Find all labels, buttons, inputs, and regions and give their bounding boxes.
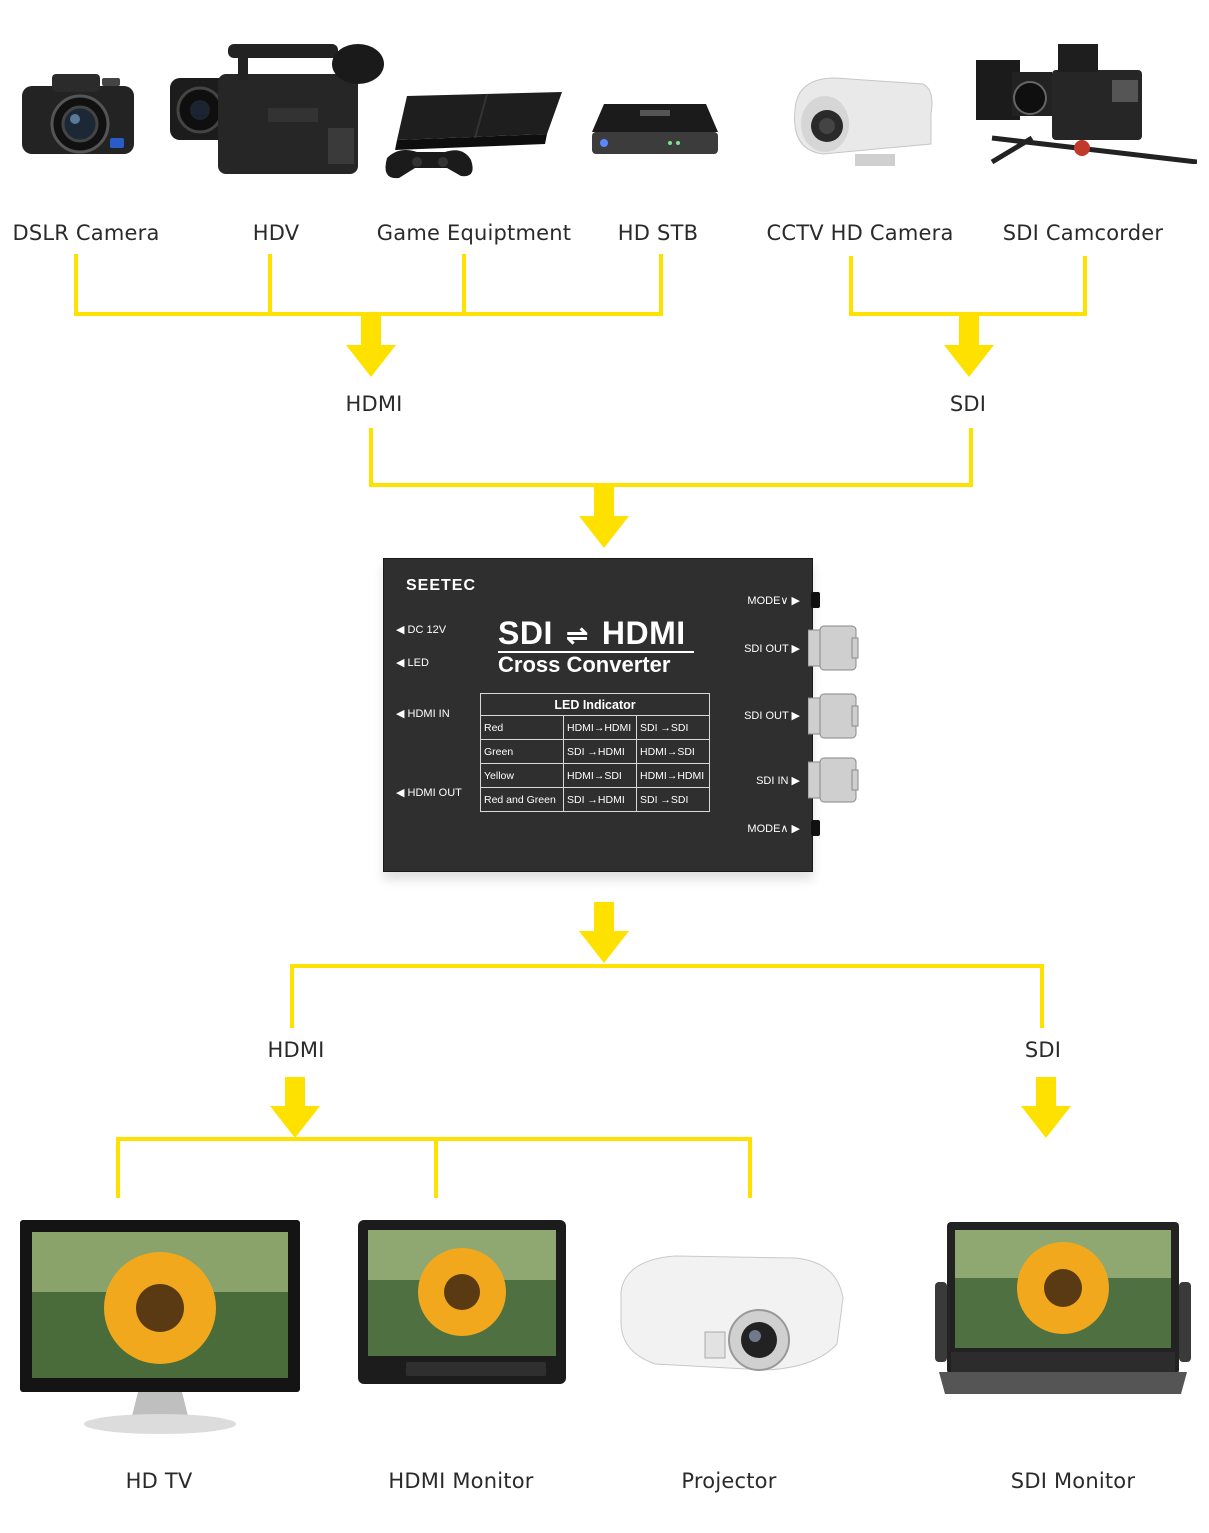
source-label-hdv: HDV — [252, 221, 300, 245]
converter-subtitle: Cross Converter — [498, 652, 671, 677]
arrows — [270, 316, 1071, 1138]
arrow-stem — [594, 487, 614, 517]
converter-title: SDI ⇌ HDMI — [498, 615, 686, 651]
arrow-stem — [361, 316, 381, 346]
port-sdi-out-1: SDI OUT ▶ — [744, 643, 800, 655]
brand-logo: SEETEC — [406, 577, 477, 594]
port-hdmi-out: ◀ HDMI OUT — [396, 787, 462, 799]
source-label-cctv: CCTV HD Camera — [766, 221, 954, 245]
port-mode-down: MODE∨ ▶ — [747, 595, 800, 607]
table-row: Red HDMI→HDMI SDI →SDI — [480, 715, 710, 740]
port-dc-12v: ◀ DC 12V — [396, 624, 447, 636]
arrow-stem — [959, 316, 979, 346]
port-sdi-out-2: SDI OUT ▶ — [744, 710, 800, 722]
table-row: Red and Green SDI →HDMI SDI →SDI — [480, 787, 710, 812]
sdi-camcorder-icon — [976, 44, 1197, 164]
dslr-camera-icon — [22, 74, 134, 154]
arrow-stem — [285, 1077, 305, 1107]
bnc-connectors-icon — [808, 625, 859, 803]
set-top-box-icon — [592, 104, 718, 154]
cctv-camera-icon — [794, 77, 933, 166]
arrow-head — [579, 516, 629, 548]
output-label-hdmi-monitor: HDMI Monitor — [388, 1469, 534, 1493]
arrow-head — [944, 345, 994, 377]
port-hdmi-in: ◀ HDMI IN — [396, 708, 450, 720]
table-row: Yellow HDMI→SDI HDMI→HDMI — [480, 763, 710, 788]
converter-device: SEETEC SDI ⇌ HDMI Cross Converter ◀ DC 1… — [383, 558, 813, 872]
port-led: ◀ LED — [396, 657, 429, 669]
sunflower-icon — [1017, 1242, 1109, 1334]
sunflower-icon — [104, 1252, 216, 1364]
input-sdi-label: SDI — [949, 392, 987, 416]
led-table-header: LED Indicator — [480, 693, 710, 716]
port-sdi-in: SDI IN ▶ — [756, 775, 800, 787]
hdmi-monitor-icon — [358, 1220, 566, 1384]
top-connectors — [74, 254, 1087, 1198]
output-label-sdi-monitor: SDI Monitor — [1010, 1469, 1136, 1493]
arrow-head — [346, 345, 396, 377]
output-sdi-label: SDI — [1024, 1038, 1062, 1062]
mode-down-button-icon — [811, 592, 820, 608]
chevron-down-icon: ∨ — [780, 595, 789, 607]
sunflower-icon — [418, 1248, 506, 1336]
title-rule — [498, 651, 694, 653]
sdi-monitor-icon — [935, 1222, 1191, 1394]
output-label-hd-tv: HD TV — [125, 1469, 193, 1493]
port-mode-up: MODE∧ ▶ — [747, 823, 800, 835]
input-hdmi-label: HDMI — [345, 392, 403, 416]
game-console-icon — [385, 92, 562, 179]
chevron-up-icon: ∧ — [780, 823, 789, 835]
mode-up-button-icon — [811, 820, 820, 836]
table-row: Green SDI →HDMI HDMI→SDI — [480, 739, 710, 764]
arrow-stem — [594, 902, 614, 932]
hd-tv-icon — [20, 1220, 300, 1434]
arrow-head — [270, 1106, 320, 1138]
arrow-stem — [1036, 1077, 1056, 1107]
source-label-sdi-camcorder: SDI Camcorder — [1002, 221, 1164, 245]
output-label-projector: Projector — [681, 1469, 777, 1493]
projector-icon — [620, 1255, 844, 1371]
arrow-head — [579, 931, 629, 963]
source-label-game: Game Equiptment — [376, 221, 572, 245]
source-label-dslr: DSLR Camera — [12, 221, 160, 245]
output-hdmi-label: HDMI — [267, 1038, 325, 1062]
bidirectional-arrow-icon: ⇌ — [566, 620, 589, 650]
arrow-head — [1021, 1106, 1071, 1138]
hdv-camcorder-icon — [170, 44, 384, 174]
source-label-stb: HD STB — [617, 221, 699, 245]
led-indicator-table: LED Indicator Red HDMI→HDMI SDI →SDI Gre… — [480, 693, 710, 812]
